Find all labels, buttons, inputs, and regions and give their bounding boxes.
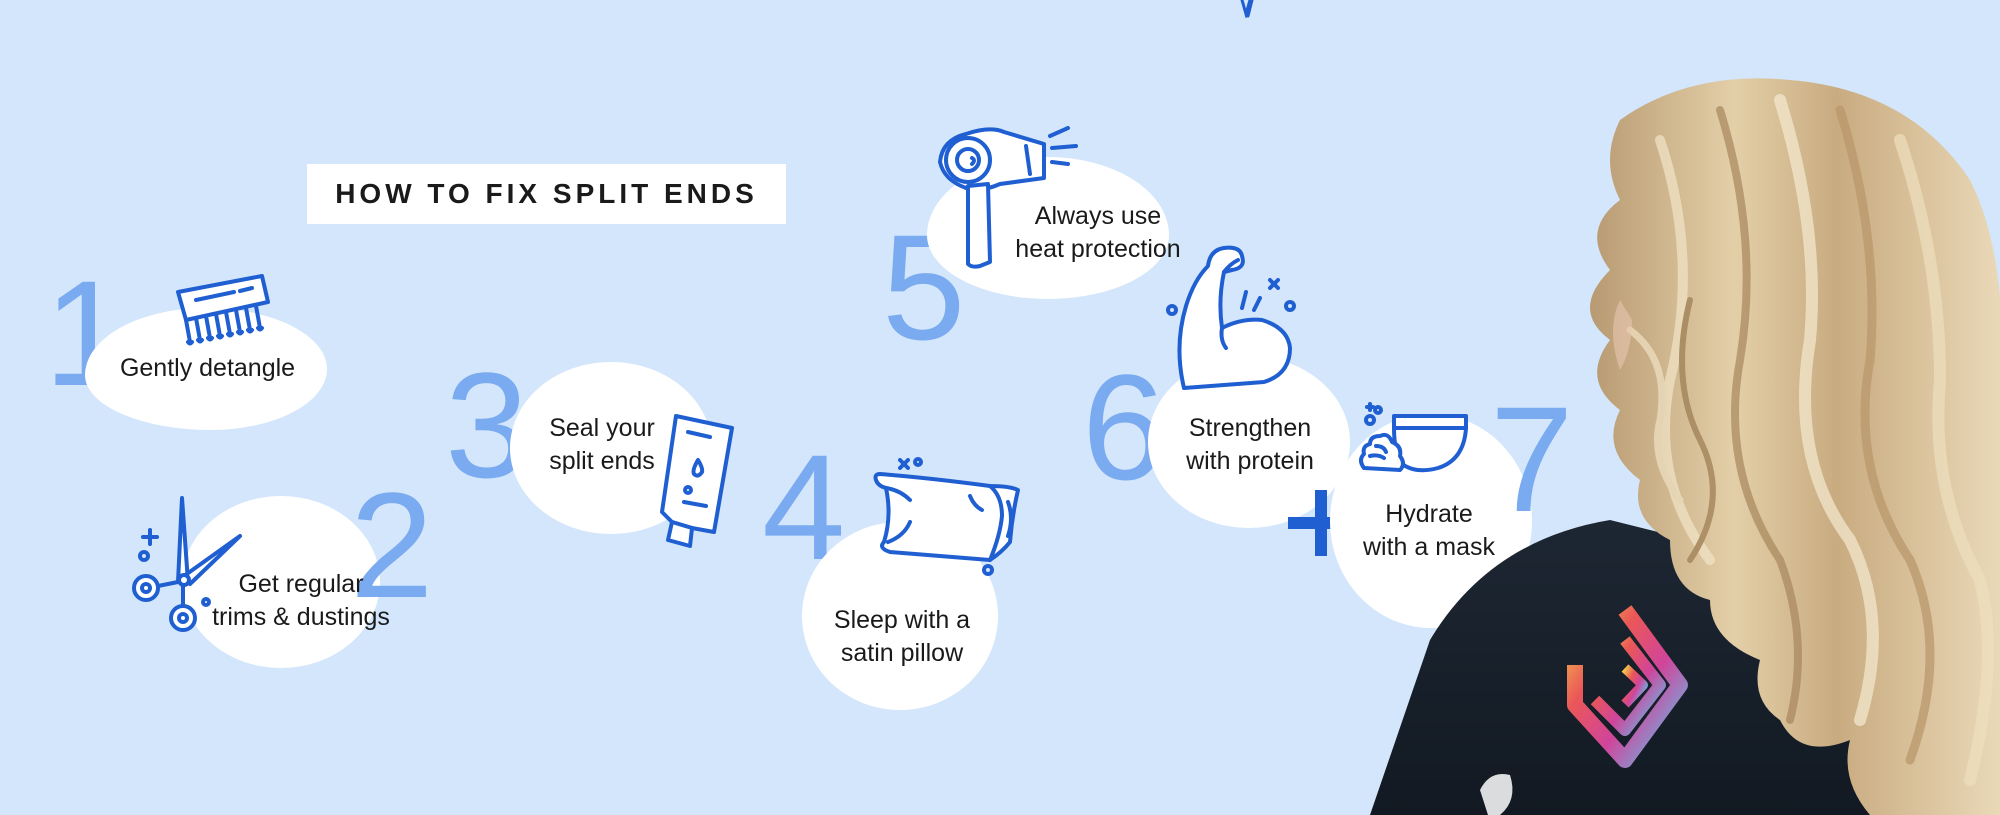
hair-dryer-icon xyxy=(932,122,1078,272)
step-label-4-line-1: Sleep with a xyxy=(833,606,971,634)
pillow-icon xyxy=(870,456,1030,576)
step-label-2: Get regular trims & dustings xyxy=(190,568,412,634)
step-label-4: Sleep with a satin pillow xyxy=(808,604,996,670)
step-label-3: Seal your split ends xyxy=(518,412,686,478)
step-label-7: Hydrate with a mask xyxy=(1332,498,1526,564)
step-label-2-line-1: Get regular xyxy=(238,570,364,598)
shirt-logo xyxy=(1567,605,1688,768)
page-title: HOW TO FIX SPLIT ENDS xyxy=(335,178,758,209)
hair-mask-jar-icon xyxy=(1356,402,1472,478)
flexed-arm-icon xyxy=(1160,236,1310,396)
step-label-6-line-2: with protein xyxy=(1186,447,1314,475)
step-blob-2 xyxy=(182,496,380,668)
starburst-fragment xyxy=(1238,0,1258,20)
step-label-5: Always use heat protection xyxy=(988,200,1208,266)
step-label-3-line-2: split ends xyxy=(549,447,655,475)
comb-icon xyxy=(172,268,272,346)
step-label-7-line-2: with a mask xyxy=(1363,533,1495,561)
step-label-3-line-1: Seal your xyxy=(549,414,655,442)
step-label-2-line-2: trims & dustings xyxy=(212,603,390,631)
title-banner: HOW TO FIX SPLIT ENDS xyxy=(307,164,786,224)
step-number-7: 7 xyxy=(1490,375,1574,543)
step-blob-1 xyxy=(85,308,327,430)
step-label-6-line-1: Strengthen xyxy=(1188,414,1312,442)
step-label-5-line-2: heat protection xyxy=(1015,235,1181,263)
step-number-2: 2 xyxy=(350,461,434,629)
step-label-1: Gently detangle xyxy=(110,352,305,385)
hair-photo xyxy=(1370,0,2000,815)
step-label-5-line-1: Always use xyxy=(1034,202,1162,230)
step-label-7-line-1: Hydrate xyxy=(1385,500,1473,528)
step-label-4-line-2: satin pillow xyxy=(840,639,964,667)
step-label-6: Strengthen with protein xyxy=(1150,412,1350,478)
step-label-1-line-1: Gently detangle xyxy=(119,354,296,382)
tube-icon xyxy=(658,410,738,552)
scissors-icon xyxy=(122,490,252,635)
